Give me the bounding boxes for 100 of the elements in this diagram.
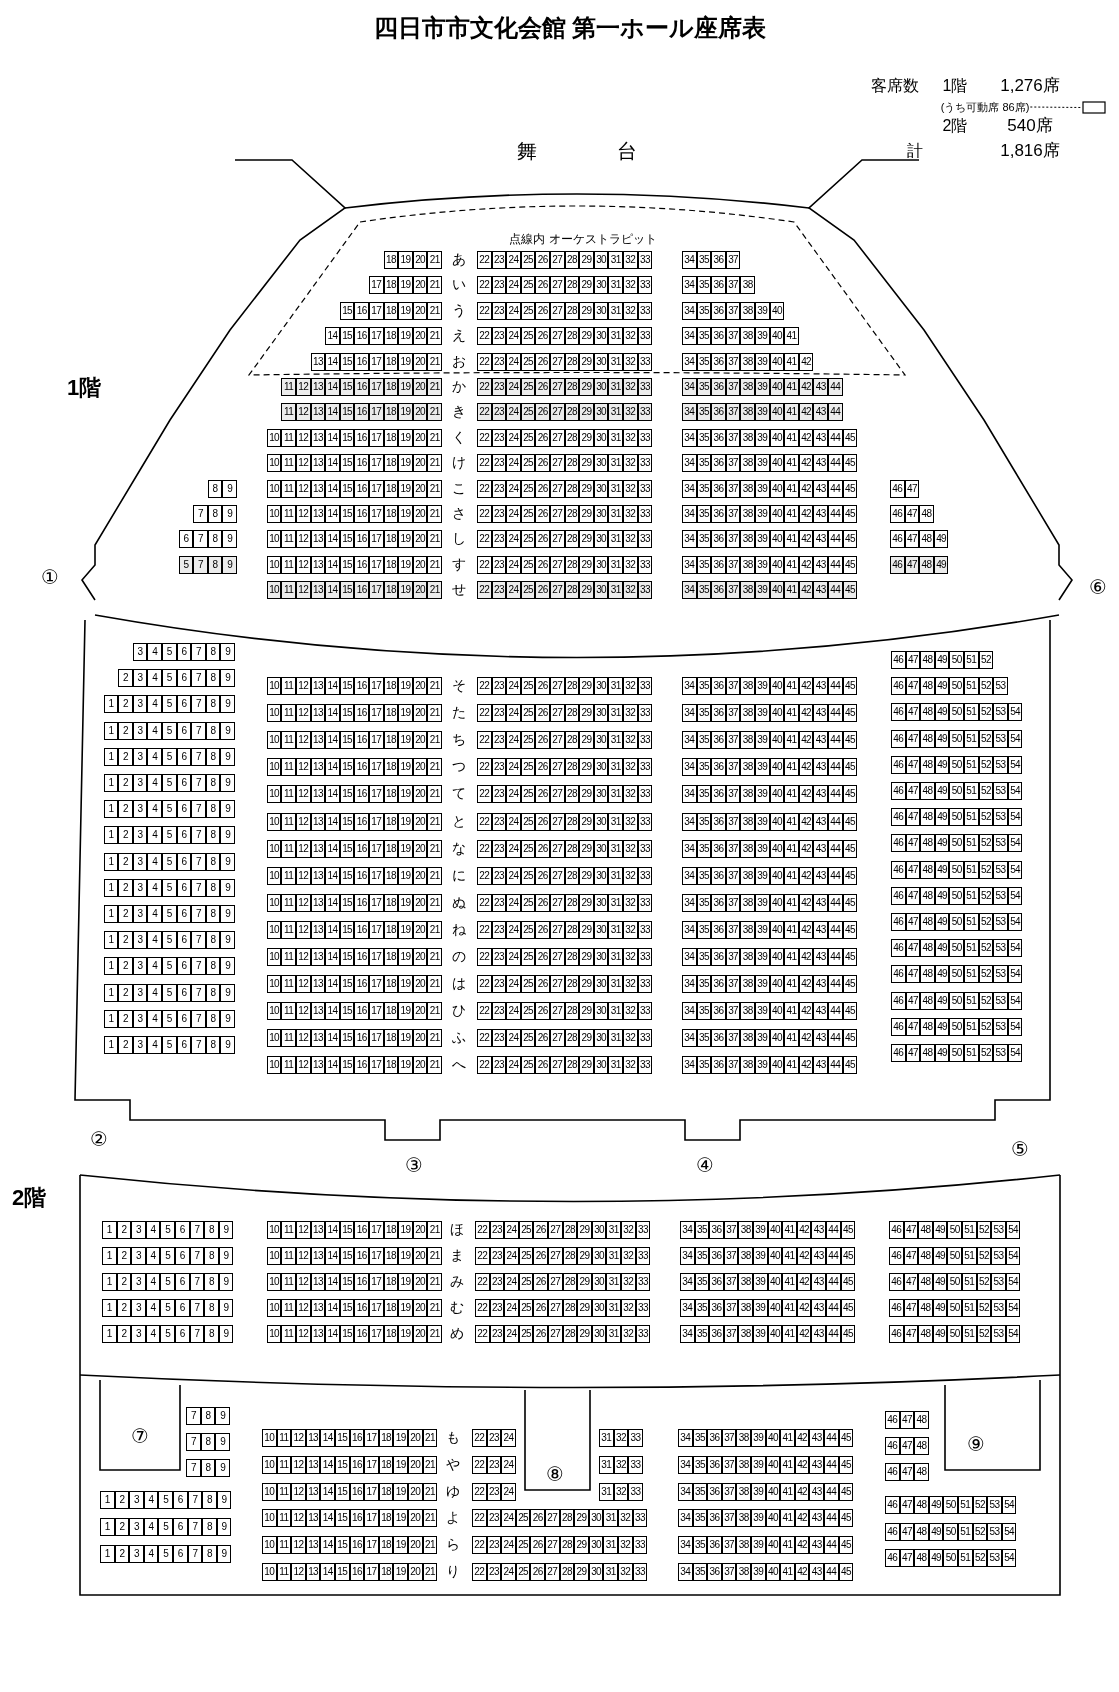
seat: 27 — [550, 677, 565, 695]
seat: 16 — [354, 812, 369, 831]
seat: 24 — [506, 866, 521, 885]
row-letter: ひ — [452, 1003, 466, 1019]
seat: 5 — [162, 747, 177, 766]
seat: 1 — [103, 747, 119, 766]
seat: 19 — [398, 276, 413, 295]
seat: 32 — [618, 1536, 633, 1555]
seat: 26 — [535, 866, 550, 885]
seat: 16 — [354, 428, 369, 447]
seat: 44 — [828, 866, 843, 885]
seat: 24 — [506, 677, 521, 695]
seat: 5 — [162, 826, 177, 845]
floor-label: 2階 — [942, 117, 968, 135]
seat: 22 — [477, 1002, 492, 1021]
seat: 19 — [398, 454, 413, 473]
seat: 11 — [281, 378, 296, 396]
seat: 2 — [118, 747, 133, 766]
seat: 14 — [325, 1002, 340, 1021]
seat: 9 — [220, 1009, 235, 1028]
seat: 21 — [427, 1273, 442, 1291]
seat: 21 — [427, 948, 442, 966]
seat: 51 — [964, 1044, 979, 1062]
seat: 16 — [354, 555, 369, 574]
seat: 41 — [784, 530, 799, 549]
seat: 7 — [191, 878, 206, 897]
seat: 46 — [890, 530, 905, 549]
seat: 34 — [682, 920, 697, 939]
seat: 53 — [991, 1247, 1006, 1265]
seat: 10 — [262, 1455, 277, 1474]
seat: 10 — [266, 785, 282, 804]
seat: 22 — [477, 975, 492, 994]
seat: 26 — [535, 505, 550, 523]
seat: 8 — [202, 1491, 217, 1509]
seat: 36 — [711, 276, 726, 295]
seat: 34 — [682, 1002, 697, 1021]
seat: 34 — [682, 378, 697, 396]
seat: 8 — [204, 1325, 219, 1343]
seat: 38 — [738, 1247, 753, 1265]
seat: 16 — [354, 677, 369, 695]
seat: 11 — [281, 893, 296, 912]
seat: 19 — [398, 581, 413, 600]
seat: 32 — [623, 251, 638, 269]
seat: 10 — [266, 505, 282, 523]
seat: 12 — [291, 1455, 306, 1474]
seat: 24 — [504, 1325, 519, 1343]
seat: 38 — [740, 758, 755, 777]
seat: 27 — [550, 555, 565, 574]
seat: 12 — [296, 920, 311, 939]
seat: 32 — [623, 505, 638, 523]
seat: 32 — [623, 327, 638, 346]
seat: 53 — [993, 703, 1008, 722]
seat: 31 — [608, 327, 623, 346]
seat: 11 — [281, 581, 296, 600]
seat: 46 — [891, 834, 906, 853]
seat: 46 — [889, 1221, 904, 1239]
seat: 24 — [506, 1002, 521, 1021]
seat: 17 — [369, 276, 384, 295]
seat: 36 — [711, 731, 726, 750]
seat: 39 — [751, 1563, 766, 1581]
seat: 24 — [506, 352, 521, 371]
seat: 34 — [682, 251, 697, 269]
seat: 8 — [202, 1518, 217, 1536]
seat: 21 — [427, 893, 442, 912]
seat: 44 — [826, 1221, 841, 1239]
seat: 34 — [682, 1056, 697, 1075]
seat: 38 — [740, 301, 755, 320]
seat: 44 — [824, 1536, 839, 1555]
seat: 24 — [506, 530, 521, 549]
seat: 7 — [191, 800, 206, 819]
seat: 29 — [577, 1325, 592, 1343]
seat: 51 — [964, 703, 979, 722]
seat: 34 — [682, 479, 697, 498]
seat: 43 — [813, 1056, 828, 1075]
seat: 36 — [709, 1273, 724, 1291]
seat: 34 — [682, 839, 697, 858]
seat: 14 — [325, 812, 340, 831]
seat: 38 — [736, 1482, 751, 1501]
seat: 31 — [606, 1273, 621, 1291]
seat: 7 — [191, 1036, 206, 1054]
seat: 38 — [740, 893, 755, 912]
seat: 12 — [296, 839, 311, 858]
seat: 22 — [477, 948, 492, 966]
seat: 12 — [296, 812, 311, 831]
seat: 38 — [740, 1056, 755, 1075]
seat: 53 — [993, 913, 1008, 931]
seat: 2 — [118, 983, 133, 1002]
seat: 24 — [501, 1429, 516, 1447]
seat: 3 — [131, 1247, 146, 1265]
seat: 41 — [784, 920, 799, 939]
seat: 17 — [369, 403, 384, 422]
seat: 9 — [222, 530, 237, 549]
seat: 12 — [296, 378, 311, 396]
seat: 14 — [325, 1221, 340, 1239]
seat: 12 — [296, 948, 311, 966]
seat: 24 — [506, 403, 521, 422]
row-letter: ふ — [452, 1030, 466, 1046]
seat: 48 — [914, 1496, 929, 1514]
seat: 17 — [369, 505, 384, 523]
seat: 32 — [623, 1056, 638, 1075]
